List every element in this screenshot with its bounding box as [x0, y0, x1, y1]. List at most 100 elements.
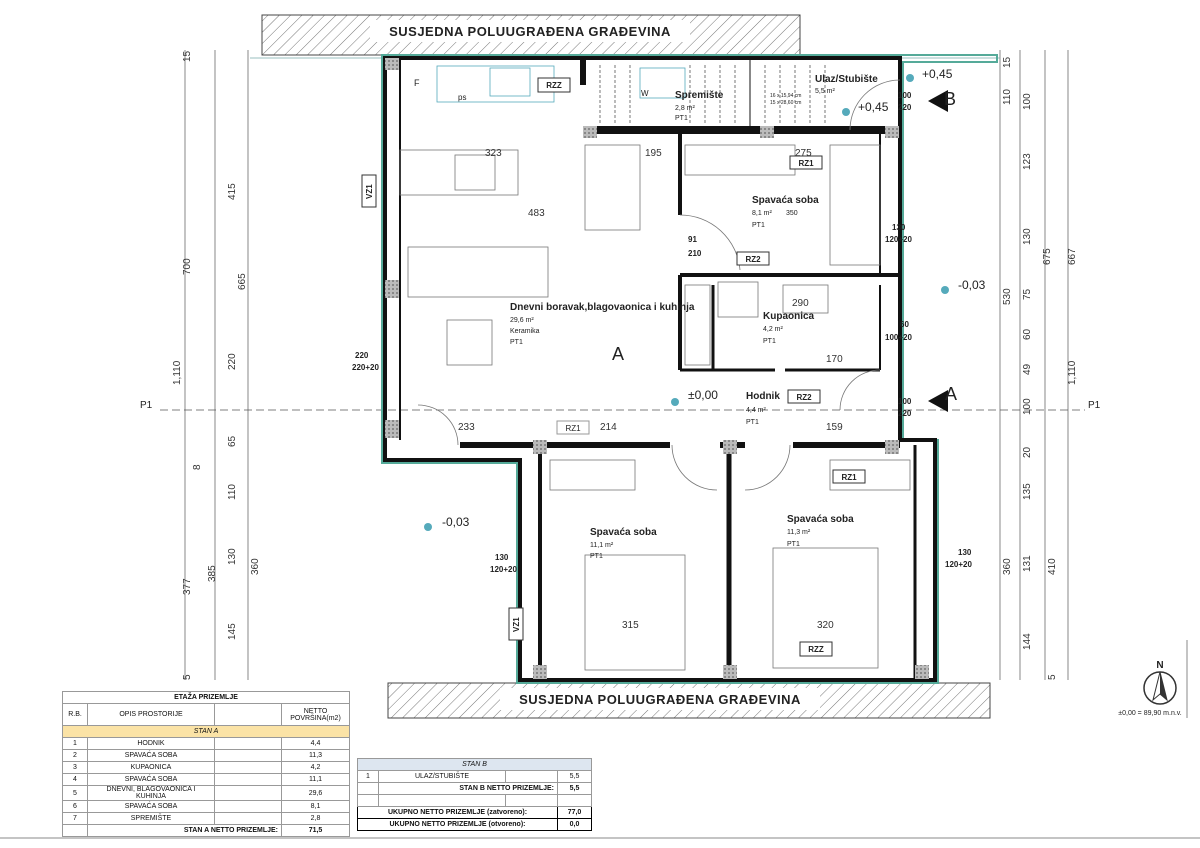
row-number: 7 — [62, 812, 88, 825]
total-label: STAN B NETTO PRIZEMLJE: — [378, 782, 558, 795]
dim-label: 1,110 — [172, 360, 183, 385]
dim-label: 360 — [1002, 558, 1013, 575]
dim-label: 275 — [795, 148, 812, 159]
window-height: 100+20 — [885, 333, 912, 342]
room-name: Hodnik — [746, 391, 780, 402]
section-b-marker: B — [944, 89, 956, 109]
north-letter: N — [1156, 660, 1163, 671]
row-name: SPAVAĆA SOBA — [87, 800, 215, 813]
dim-label: 5 — [1047, 674, 1058, 680]
room-code: PT1 — [787, 541, 800, 548]
room-area: 11,1 m² — [590, 542, 614, 549]
window-width: 130 — [892, 223, 906, 232]
row-empty — [214, 812, 282, 825]
room-code: PT1 — [763, 338, 776, 345]
door-height: 220 — [898, 103, 912, 112]
dim-label: 315 — [622, 620, 639, 631]
neighbor-label-top: SUSJEDNA POLUUGRAĐENA GRAĐEVINA — [389, 24, 671, 39]
row-empty — [214, 800, 282, 813]
dim-label: 233 — [458, 422, 475, 433]
total-label: STAN A NETTO PRIZEMLJE: — [87, 824, 282, 837]
dimension-labels-right: 15 110 100 123 130 675 667 530 75 60 49 … — [1002, 56, 1078, 680]
tag-rz1: RZ1 — [798, 159, 814, 168]
room-area: 11,3 m² — [787, 529, 811, 536]
section-p1-left: P1 — [140, 400, 153, 411]
room-bedroom-left: Spavaća soba 11,1 m² PT1 — [590, 527, 657, 560]
dim-label: 49 — [1022, 363, 1033, 375]
tag-rzz: RZZ — [808, 645, 824, 654]
window-width: 130 — [495, 553, 509, 562]
row-number: 3 — [62, 761, 88, 774]
dim-label: 170 — [826, 354, 843, 365]
closed-total-value: 77,0 — [557, 806, 592, 819]
dimension-lines — [160, 50, 1085, 680]
door-width: 91 — [688, 235, 697, 244]
section-p1-right: P1 — [1088, 400, 1101, 411]
dim-label: 667 — [1067, 248, 1078, 265]
room-bathroom: Kupaonica 4,2 m² PT1 — [763, 311, 815, 345]
dimension-labels-left: 15 700 415 665 220 1,110 65 8 110 377 38… — [172, 50, 261, 680]
door-width: 100 — [898, 397, 912, 406]
room-name: Ulaz/Stubište — [815, 74, 878, 85]
plan-dimensions: 323 195 275 483 350 233 214 159 315 320 … — [352, 91, 972, 631]
washer-label: W — [641, 89, 649, 98]
dim-label: 415 — [227, 183, 238, 200]
neighbor-label-bottom: SUSJEDNA POLUUGRAĐENA GRAĐEVINA — [519, 692, 801, 707]
tag-rz2: RZ2 — [796, 393, 812, 402]
window-width: 220 — [355, 351, 369, 360]
dim-label: 700 — [182, 258, 193, 275]
door-width: 100 — [898, 91, 912, 100]
dim-label: 385 — [207, 565, 218, 582]
window-width: 130 — [958, 548, 972, 557]
tag-vz1: VZ1 — [512, 617, 521, 632]
stair-spec: 16 x 15,94 cm — [770, 93, 801, 99]
dim-label: 8 — [192, 464, 203, 470]
dim-label: 20 — [1022, 446, 1033, 458]
door-height: 210 — [688, 249, 702, 258]
room-floor: Keramika — [510, 328, 540, 335]
row-name: HODNIK — [87, 737, 215, 750]
elevation-label: +0,45 — [858, 100, 889, 114]
dim-label: 100 — [1022, 398, 1033, 415]
door-height: 220 — [898, 409, 912, 418]
dim-label: 665 — [237, 273, 248, 290]
dim-label: 1,110 — [1067, 360, 1078, 385]
row-empty — [214, 761, 282, 774]
dim-label: 290 — [792, 298, 809, 309]
dim-label: 131 — [1022, 555, 1033, 572]
room-name: Spremište — [675, 90, 724, 101]
header-empty — [214, 703, 282, 726]
room-area: 29,6 m² — [510, 317, 534, 324]
window-width: 60 — [900, 320, 909, 329]
closed-total-label: UKUPNO NETTO PRIZEMLJE (zatvoreno): — [357, 806, 558, 819]
row-number: 1 — [357, 770, 379, 783]
row-area: 2,8 — [281, 812, 350, 825]
open-total-value: 0,0 — [557, 818, 592, 831]
open-total-label: UKUPNO NETTO PRIZEMLJE (otvoreno): — [357, 818, 558, 831]
room-name: Spavaća soba — [787, 514, 854, 525]
row-area: 4,4 — [281, 737, 350, 750]
dim-label: 530 — [1002, 288, 1013, 305]
elevation-label: -0,03 — [958, 278, 986, 292]
section-header: STAN B — [357, 758, 592, 771]
furniture — [399, 65, 911, 671]
row-name: ULAZ/STUBIŠTE — [378, 770, 506, 783]
room-living: Dnevni boravak,blagovaonica i kuhinja 29… — [510, 302, 695, 346]
room-storage: Spremište 2,8 m² PT1 — [675, 90, 724, 122]
dim-label: 159 — [826, 422, 843, 433]
tag-rzz: RZZ — [546, 81, 562, 90]
room-name: Kupaonica — [763, 311, 815, 322]
unit-a-marker: A — [612, 344, 624, 364]
dim-label: 220 — [227, 353, 238, 370]
section-header: STAN A — [62, 725, 350, 738]
room-area: 5,5 m² — [815, 88, 836, 95]
total-value: 5,5 — [557, 782, 592, 795]
header-area: NETTO POVRŠINA(m2) — [281, 703, 350, 726]
